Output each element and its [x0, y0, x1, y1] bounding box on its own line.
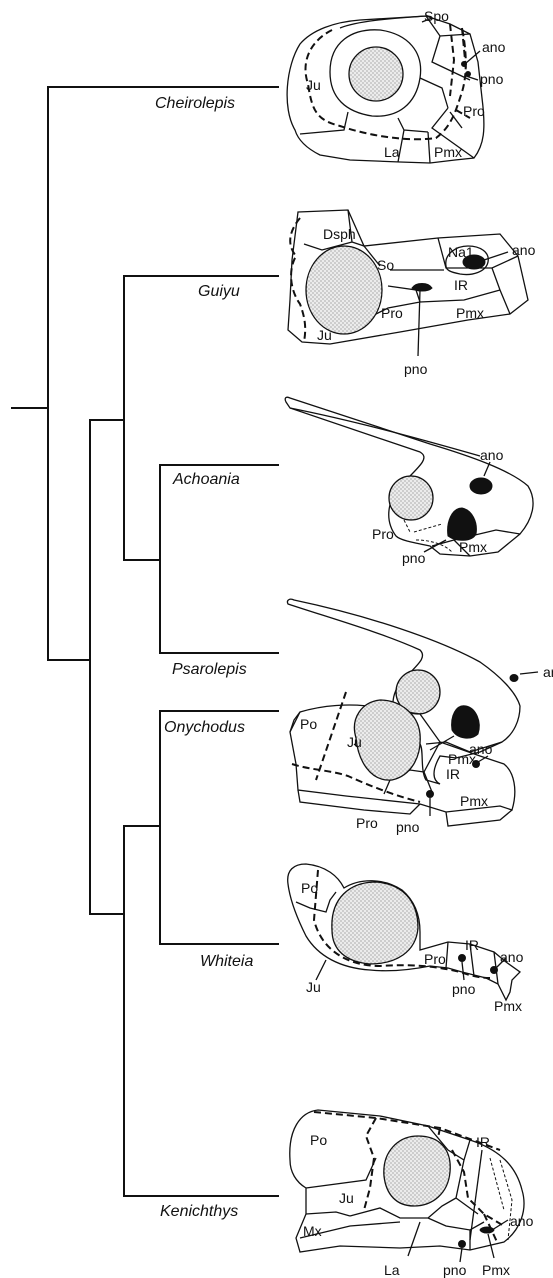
label-kenichthys-ano: ano — [510, 1213, 534, 1229]
taxon-psarolepis: Psarolepis — [172, 661, 247, 678]
label-kenichthys-po: Po — [310, 1132, 327, 1148]
label-achoania-pno: pno — [402, 550, 426, 566]
label-whiteia-ju: Ju — [306, 979, 321, 995]
label-onychodus-po: Po — [300, 716, 317, 732]
label-whiteia-ir: IR — [465, 937, 479, 953]
label-achoania-ano: ano — [480, 447, 504, 463]
label-onychodus-ju: Ju — [347, 734, 362, 750]
label-whiteia-po: Po — [301, 880, 318, 896]
skull-achoania — [285, 397, 533, 556]
label-kenichthys-ir: IR — [476, 1134, 490, 1150]
label-cheirolepis-ano: ano — [482, 39, 506, 55]
label-guiyu-pmx: Pmx — [456, 305, 484, 321]
label-cheirolepis-pro: Pro — [463, 103, 485, 119]
label-guiyu-ir: IR — [454, 277, 468, 293]
label-onychodus-ano: ano — [469, 741, 493, 757]
taxon-kenichthys: Kenichthys — [160, 1203, 238, 1220]
label-cheirolepis-la: La — [384, 144, 400, 160]
label-guiyu-pno: pno — [404, 361, 428, 377]
label-onychodus-ir: IR — [446, 766, 460, 782]
label-guiyu-ano: ano — [512, 242, 536, 258]
label-whiteia-ano: ano — [500, 949, 524, 965]
label-cheirolepis-ju: Ju — [306, 77, 321, 93]
label-guiyu-na1: Na1 — [448, 244, 474, 260]
label-guiyu-ju: Ju — [317, 327, 332, 343]
label-kenichthys-pmx: Pmx — [482, 1262, 510, 1278]
skull-whiteia — [288, 864, 520, 1000]
label-onychodus-pro: Pro — [356, 815, 378, 831]
taxon-guiyu: Guiyu — [198, 283, 240, 300]
label-whiteia-pro: Pro — [424, 951, 446, 967]
label-kenichthys-mx: Mx — [303, 1223, 322, 1239]
label-kenichthys-ju: Ju — [339, 1190, 354, 1206]
label-achoania-pro: Pro — [372, 526, 394, 542]
label-kenichthys-pno: pno — [443, 1262, 467, 1278]
taxon-whiteia: Whiteia — [200, 953, 253, 970]
cladogram-tree — [12, 87, 278, 1196]
taxon-onychodus: Onychodus — [164, 719, 245, 736]
label-guiyu-pro: Pro — [381, 305, 403, 321]
taxon-cheirolepis: Cheirolepis — [155, 95, 235, 112]
label-kenichthys-la: La — [384, 1262, 400, 1278]
label-guiyu-dsph: Dsph — [323, 226, 356, 242]
label-guiyu-so: So — [377, 257, 394, 273]
taxon-achoania: Achoania — [172, 471, 240, 488]
label-psarolepis-ano: ano — [543, 664, 553, 680]
label-cheirolepis-spo: Spo — [424, 8, 449, 24]
label-cheirolepis-pno: pno — [480, 71, 504, 87]
label-onychodus-pmx: Pmx — [460, 793, 488, 809]
label-achoania-pmx: Pmx — [459, 539, 487, 555]
label-whiteia-pmx: Pmx — [494, 998, 522, 1014]
label-whiteia-pno: pno — [452, 981, 476, 997]
label-onychodus-pno: pno — [396, 819, 420, 835]
label-cheirolepis-pmx: Pmx — [434, 144, 462, 160]
